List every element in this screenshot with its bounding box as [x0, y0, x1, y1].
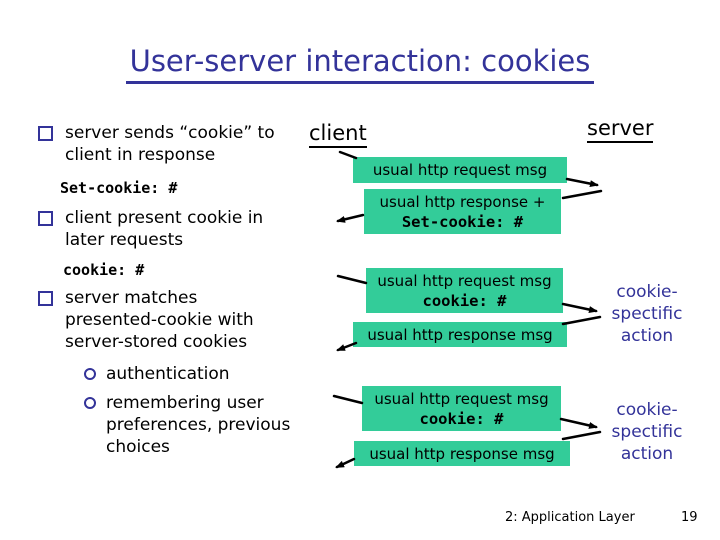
- arrow-request3-tail: [332, 394, 364, 405]
- bullet-text: server sends “cookie” to client in respo…: [65, 123, 275, 165]
- message-box-request-3: usual http request msg cookie: #: [362, 386, 561, 431]
- message-box-request-2: usual http request msg cookie: #: [366, 268, 563, 313]
- footer-section-label: 2: Application Layer: [505, 510, 635, 525]
- arrow-response2-tail: [561, 315, 602, 326]
- cookie-action-note-2: cookie- spectific action: [611, 400, 683, 464]
- footer-page-number: 19: [681, 510, 698, 525]
- sub-bullet-text: remembering user preferences, previous c…: [106, 393, 291, 457]
- cookie-action-note-1: cookie- spectific action: [611, 282, 683, 346]
- bullet-item-server-sends: server sends “cookie” to client in respo…: [38, 122, 310, 166]
- arrow-response1-head: [336, 213, 365, 223]
- message-code: cookie: #: [419, 409, 504, 428]
- server-label: server: [587, 116, 654, 143]
- message-text: usual http request msg: [377, 271, 552, 290]
- title-wrap: User-server interaction: cookies: [0, 44, 720, 84]
- code-set-cookie: Set-cookie: #: [60, 179, 178, 197]
- square-bullet-icon: [38, 126, 53, 141]
- message-box-response-2: usual http response msg: [353, 322, 567, 347]
- message-code: Set-cookie: #: [401, 212, 524, 231]
- arrow-response3-head: [335, 457, 356, 469]
- arrow-request2-head: [561, 302, 598, 313]
- message-box-response-1: usual http response + Set-cookie: #: [364, 189, 561, 234]
- arrow-request3-head: [559, 417, 598, 429]
- message-text: usual http request msg: [374, 389, 549, 408]
- arrow-request2-tail: [336, 274, 368, 285]
- message-code: cookie: #: [422, 291, 507, 310]
- sub-bullet-text: authentication: [106, 364, 230, 384]
- code-cookie: cookie: #: [63, 261, 145, 279]
- message-text: usual http response msg: [369, 444, 555, 463]
- message-box-request-1: usual http request msg: [353, 157, 567, 183]
- circle-bullet-icon: [84, 368, 96, 380]
- bullet-text: server matches presented-cookie with ser…: [65, 288, 254, 352]
- bullet-item-client-present: client present cookie in later requests: [38, 207, 305, 251]
- sub-bullet-preferences: remembering user preferences, previous c…: [84, 392, 311, 458]
- message-box-response-3: usual http response msg: [354, 441, 570, 466]
- circle-bullet-icon: [84, 397, 96, 409]
- arrow-request1-head: [565, 177, 599, 188]
- message-text: usual http request msg: [372, 161, 548, 179]
- client-label: client: [309, 121, 367, 148]
- message-text: usual http response msg: [367, 325, 553, 344]
- square-bullet-icon: [38, 211, 53, 226]
- square-bullet-icon: [38, 291, 53, 306]
- bullet-item-server-matches: server matches presented-cookie with ser…: [38, 287, 265, 353]
- arrow-response3-tail: [561, 430, 602, 441]
- message-text: usual http response +: [379, 192, 546, 211]
- page-title: User-server interaction: cookies: [125, 44, 595, 84]
- arrow-response1-tail: [561, 189, 603, 200]
- bullet-text: client present cookie in later requests: [65, 208, 264, 250]
- sub-bullet-authentication: authentication: [84, 363, 306, 385]
